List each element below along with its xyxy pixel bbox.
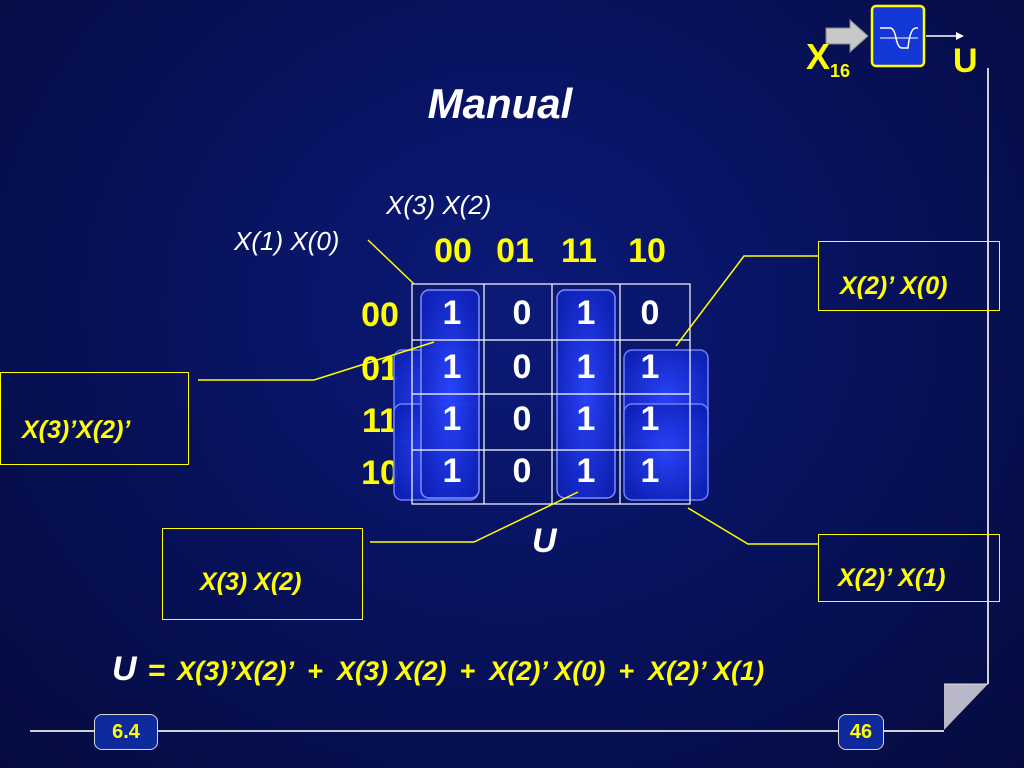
section-number-badge: 6.4 [94,714,158,750]
input-subscript: 16 [830,61,851,82]
equation-lhs: U [112,650,137,688]
leader-x2n-x0 [675,255,818,347]
row-header-00: 00 [361,296,399,334]
output-label: U [953,42,978,80]
equation-term-4: X(2)’ X(1) [648,656,765,686]
kmap-grid [411,283,691,505]
column-header-11: 11 [561,232,597,270]
leader-x3-x2 [370,491,579,543]
equation: U = X(3)’X(2)’ + X(3) X(2) + X(2)’ X(0) … [112,650,764,689]
equation-plus-2: + [460,656,476,686]
equation-term-3: X(2)’ X(0) [489,656,606,686]
cell-10-00: 1 [442,451,462,490]
input-label: X16 [806,36,850,82]
column-header-10: 10 [628,232,666,270]
kmap-grid-cells: 1 0 1 0 1 0 1 1 1 0 1 1 1 0 1 1 [412,284,690,504]
cell-11-11: 1 [576,399,596,438]
column-header-00: 00 [434,232,472,270]
equation-plus-1: + [307,656,324,686]
label-box-x3n-x2n [0,372,189,465]
cell-10-11: 1 [576,451,596,490]
row-header-11: 11 [362,402,398,440]
column-variables-label: X(3) X(2) [386,190,492,220]
cell-01-10: 1 [640,347,660,386]
label-x2n-x1: X(2)’ X(1) [838,564,946,592]
cell-11-00: 1 [442,399,462,438]
cell-11-01: 0 [512,399,532,438]
cell-11-10: 1 [640,399,660,438]
cell-01-11: 1 [576,347,596,386]
kmap-output-label: U [532,522,557,560]
row-variables-label: X(1) X(0) [234,226,340,256]
cell-01-00: 1 [442,347,462,386]
group-x2n-x1-right [623,403,709,501]
label-box-x3-x2 [162,528,363,620]
input-symbol: X [806,36,831,77]
label-box-x2n-x0 [818,241,1000,311]
cell-00-10: 0 [640,293,660,332]
signal-block-icon [825,4,964,68]
cell-10-01: 0 [512,451,532,490]
cell-01-01: 0 [512,347,532,386]
page-number-badge: 46 [838,714,884,750]
leader-x3n-x2n [198,341,435,381]
label-x3-x2: X(3) X(2) [200,568,302,596]
label-x2n-x0: X(2)’ X(0) [840,272,948,300]
equation-term-2: X(3) X(2) [336,656,447,686]
equation-plus-3: + [618,656,635,686]
equation-equals: = [148,654,166,687]
row-header-10: 10 [361,454,399,492]
system-block [822,4,992,90]
column-header-01: 01 [496,232,534,270]
label-box-x2n-x1 [818,534,1000,602]
label-x3n-x2n: X(3)’X(2)’ [22,416,131,444]
kmap-corner-diagonal [367,239,415,285]
leader-x2n-x1 [687,507,818,545]
cell-00-00: 1 [442,293,462,332]
row-header-01: 01 [361,350,399,388]
cell-10-10: 1 [640,451,660,490]
cell-00-01: 0 [512,293,532,332]
cell-00-11: 1 [576,293,596,332]
equation-term-1: X(3)’X(2)’ [177,656,295,686]
page-title: Manual [427,80,573,127]
